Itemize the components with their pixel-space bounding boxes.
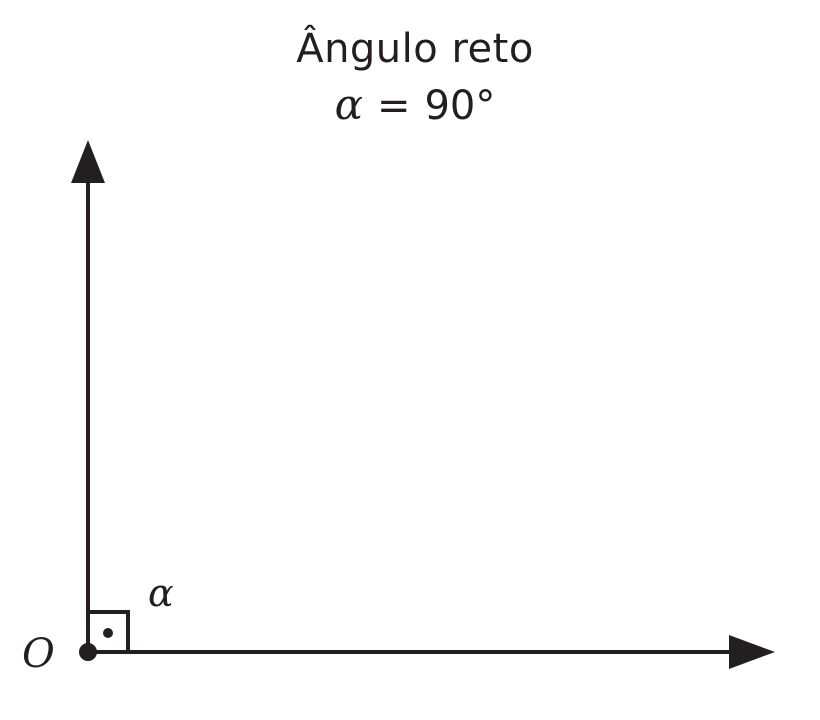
right-angle-marker (86, 610, 130, 654)
angle-label: α (148, 571, 174, 615)
right-angle-dot (103, 628, 113, 638)
diagram-title: Ângulo reto (296, 26, 534, 72)
formula-operator: = (376, 83, 411, 129)
formula-value: 90° (424, 83, 496, 129)
vertex-label: O (22, 631, 55, 677)
angle-formula: α = 90° (0, 80, 820, 140)
horizontal-arrowhead (729, 635, 775, 669)
formula-symbol: α (334, 80, 363, 129)
vertical-arrowhead (71, 140, 105, 183)
vertex-point (79, 643, 97, 661)
